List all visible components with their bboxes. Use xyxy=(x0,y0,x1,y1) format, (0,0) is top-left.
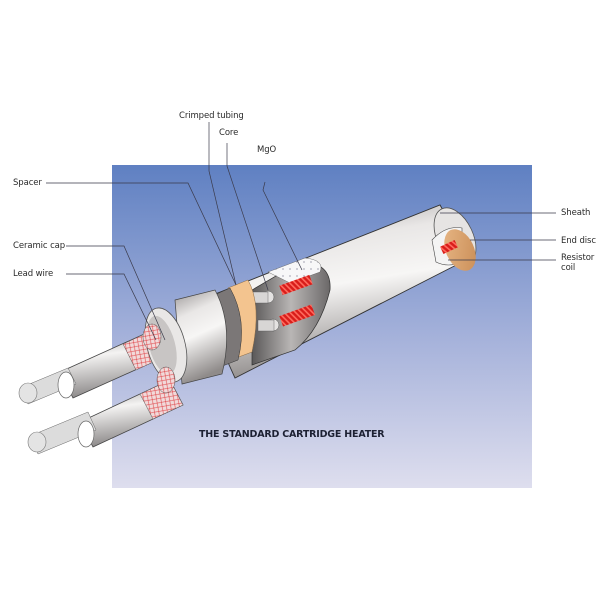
ceramic-cap xyxy=(142,289,227,394)
leader-lead-wire xyxy=(66,273,157,341)
label-lead-wire: Lead wire xyxy=(13,269,54,279)
label-resistor-coil-line2: coil xyxy=(561,263,576,273)
label-sheath: Sheath xyxy=(561,208,591,218)
label-crimped-tubing: Crimped tubing xyxy=(179,111,244,121)
label-resistor-coil-line1: Resistor xyxy=(561,253,595,263)
label-spacer: Spacer xyxy=(13,178,42,188)
diagram-title: THE STANDARD CARTRIDGE HEATER xyxy=(199,429,385,440)
label-core: Core xyxy=(219,128,239,138)
leader-spacer xyxy=(46,182,237,286)
leader-lines xyxy=(46,122,556,341)
label-mgo: MgO xyxy=(257,145,277,155)
leader-core xyxy=(226,143,269,291)
leader-ceramic-cap xyxy=(66,245,166,341)
label-resistor-coil: Resistor coil xyxy=(561,253,594,273)
label-end-disc: End disc xyxy=(561,236,596,246)
leader-mgo xyxy=(262,181,303,271)
leader-crimped-tubing xyxy=(208,122,237,286)
label-ceramic-cap: Ceramic cap xyxy=(13,241,66,251)
